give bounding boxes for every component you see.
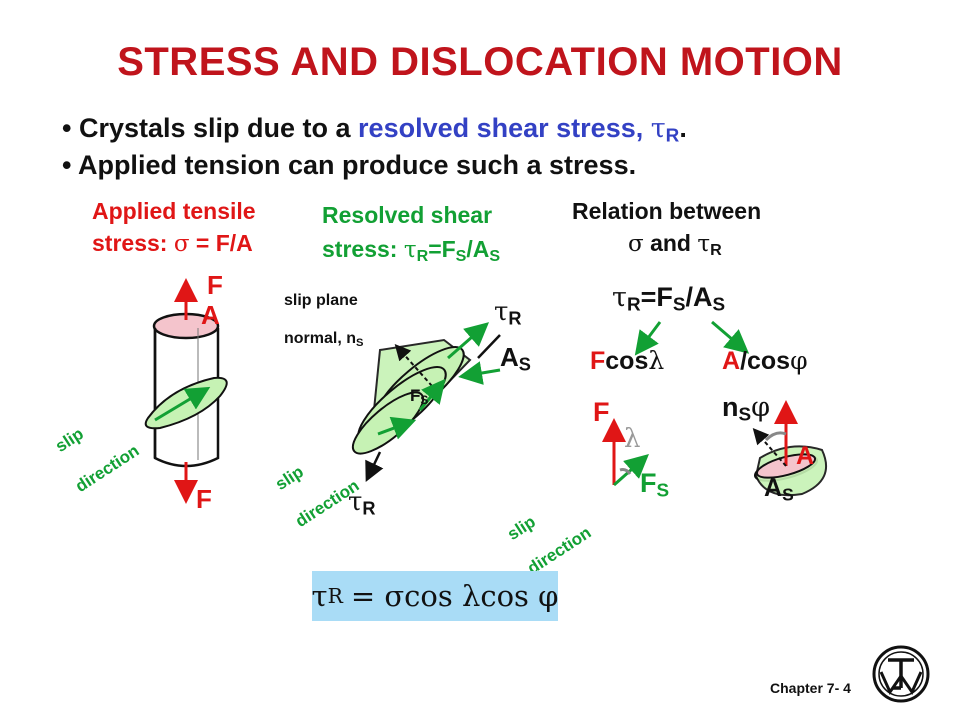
a-subscript: S [518, 354, 531, 375]
tau-subscript: R [710, 241, 722, 260]
tau-symbol: τ [612, 282, 627, 313]
n-subscript: S [738, 404, 752, 426]
phi-symbol: φ [790, 346, 808, 375]
fcos-lambda-label: Fcosλ [590, 346, 664, 376]
a-subscript: S [489, 247, 501, 266]
tensile-stress-formula: stress: σ = F/A [92, 230, 253, 257]
normal-subscript: S [356, 336, 364, 349]
area-label: A [201, 300, 220, 330]
tau-subscript: R [508, 308, 522, 329]
a-over-cos-phi-label: A/cosφ [722, 346, 808, 376]
bullet-1-prefix: • Crystals slip due to a [62, 113, 359, 143]
fs-label: FS [410, 386, 428, 407]
panel3-as-label: AS [764, 474, 794, 505]
tau-symbol: τ [494, 297, 509, 327]
as-top-label: AS [500, 342, 531, 376]
shear-prefix: stress: [322, 236, 404, 262]
a-letter: A [500, 342, 519, 372]
tau-r-top-label: τR [494, 296, 522, 330]
formula-rest: = σcos λcos φ [350, 579, 559, 613]
tau-symbol: τ [348, 487, 363, 517]
tau-symbol: τ [403, 237, 417, 263]
sigma-symbol: σ [628, 231, 644, 257]
tau-r-bottom-label: τR [348, 486, 376, 520]
a-letter: A [722, 347, 741, 375]
publisher-logo-icon [872, 645, 930, 703]
resolved-shear-formula: stress: τR=FS/AS [322, 236, 500, 266]
relation-formula: τR=FS/AS [612, 282, 725, 317]
tensile-cylinder [144, 278, 228, 504]
equals-f: =F [640, 282, 673, 312]
phi-symbol: φ [751, 392, 771, 423]
tau-symbol: τ [311, 579, 328, 613]
n-letter: n [722, 392, 739, 422]
f-letter: F [640, 468, 657, 498]
bullet-1-end: . [679, 113, 687, 143]
equals-f: =F [428, 236, 456, 262]
a-subscript: S [712, 294, 726, 316]
chapter-footer: Chapter 7- 4 [770, 680, 851, 696]
tau-subscript: R [362, 498, 376, 519]
relation-subheading: σ and τR [628, 230, 722, 260]
tau-subscript: R [626, 294, 641, 316]
force-top-label: F [207, 270, 223, 300]
panel3-area-label: A [796, 442, 815, 470]
tau-symbol: τ [697, 231, 711, 257]
and-word: and [643, 230, 698, 256]
slip-plane-label: slip plane [284, 292, 358, 309]
bullet-crystals-slip: • Crystals slip due to a resolved shear … [62, 113, 687, 148]
slash-a: /A [685, 282, 713, 312]
relation-arrows [602, 320, 827, 497]
lambda-angle-label: λ [624, 424, 641, 454]
f-letter: F [410, 386, 421, 405]
f-subscript: S [455, 247, 467, 266]
stress-formula-rest: = F/A [189, 230, 253, 256]
stress-prefix: stress: [92, 230, 174, 256]
applied-tensile-heading: Applied tensile [92, 198, 256, 224]
normal-prefix: normal, n [284, 330, 357, 347]
tau-subscript: R [416, 247, 429, 266]
resolved-shear-text: resolved shear stress, [358, 113, 651, 143]
sigma-symbol: σ [173, 231, 190, 257]
relation-heading: Relation between [572, 198, 762, 224]
a-letter: A [764, 474, 783, 502]
tau-symbol: τ [650, 113, 666, 144]
f-letter: F [590, 347, 606, 375]
normal-label: normal, nS [284, 330, 363, 349]
tau-subscript: R [665, 125, 680, 147]
f-subscript: S [420, 392, 429, 407]
over-cos-text: /cos [740, 347, 791, 375]
bullet-applied-tension: • Applied tension can produce such a str… [62, 150, 637, 180]
force-bottom-label: F [196, 484, 212, 514]
ns-phi-label: nSφ [722, 392, 770, 427]
bullet-1-highlight: resolved shear stress, τR [358, 113, 679, 147]
panel3-fs-label: FS [640, 468, 669, 503]
cos-text: cos [605, 347, 649, 375]
panel3-force-label: F [593, 397, 610, 427]
tau-subscript: R [327, 584, 343, 608]
resolved-shear-heading: Resolved shear [322, 202, 493, 228]
resolved-shear-cylinder [351, 322, 501, 483]
slash-a: /A [466, 236, 490, 262]
page-title: STRESS AND DISLOCATION MOTION [117, 40, 843, 84]
lambda-symbol: λ [648, 346, 665, 375]
a-subscript: S [782, 484, 794, 505]
f-subscript: S [672, 294, 686, 316]
f-subscript: S [656, 480, 670, 502]
